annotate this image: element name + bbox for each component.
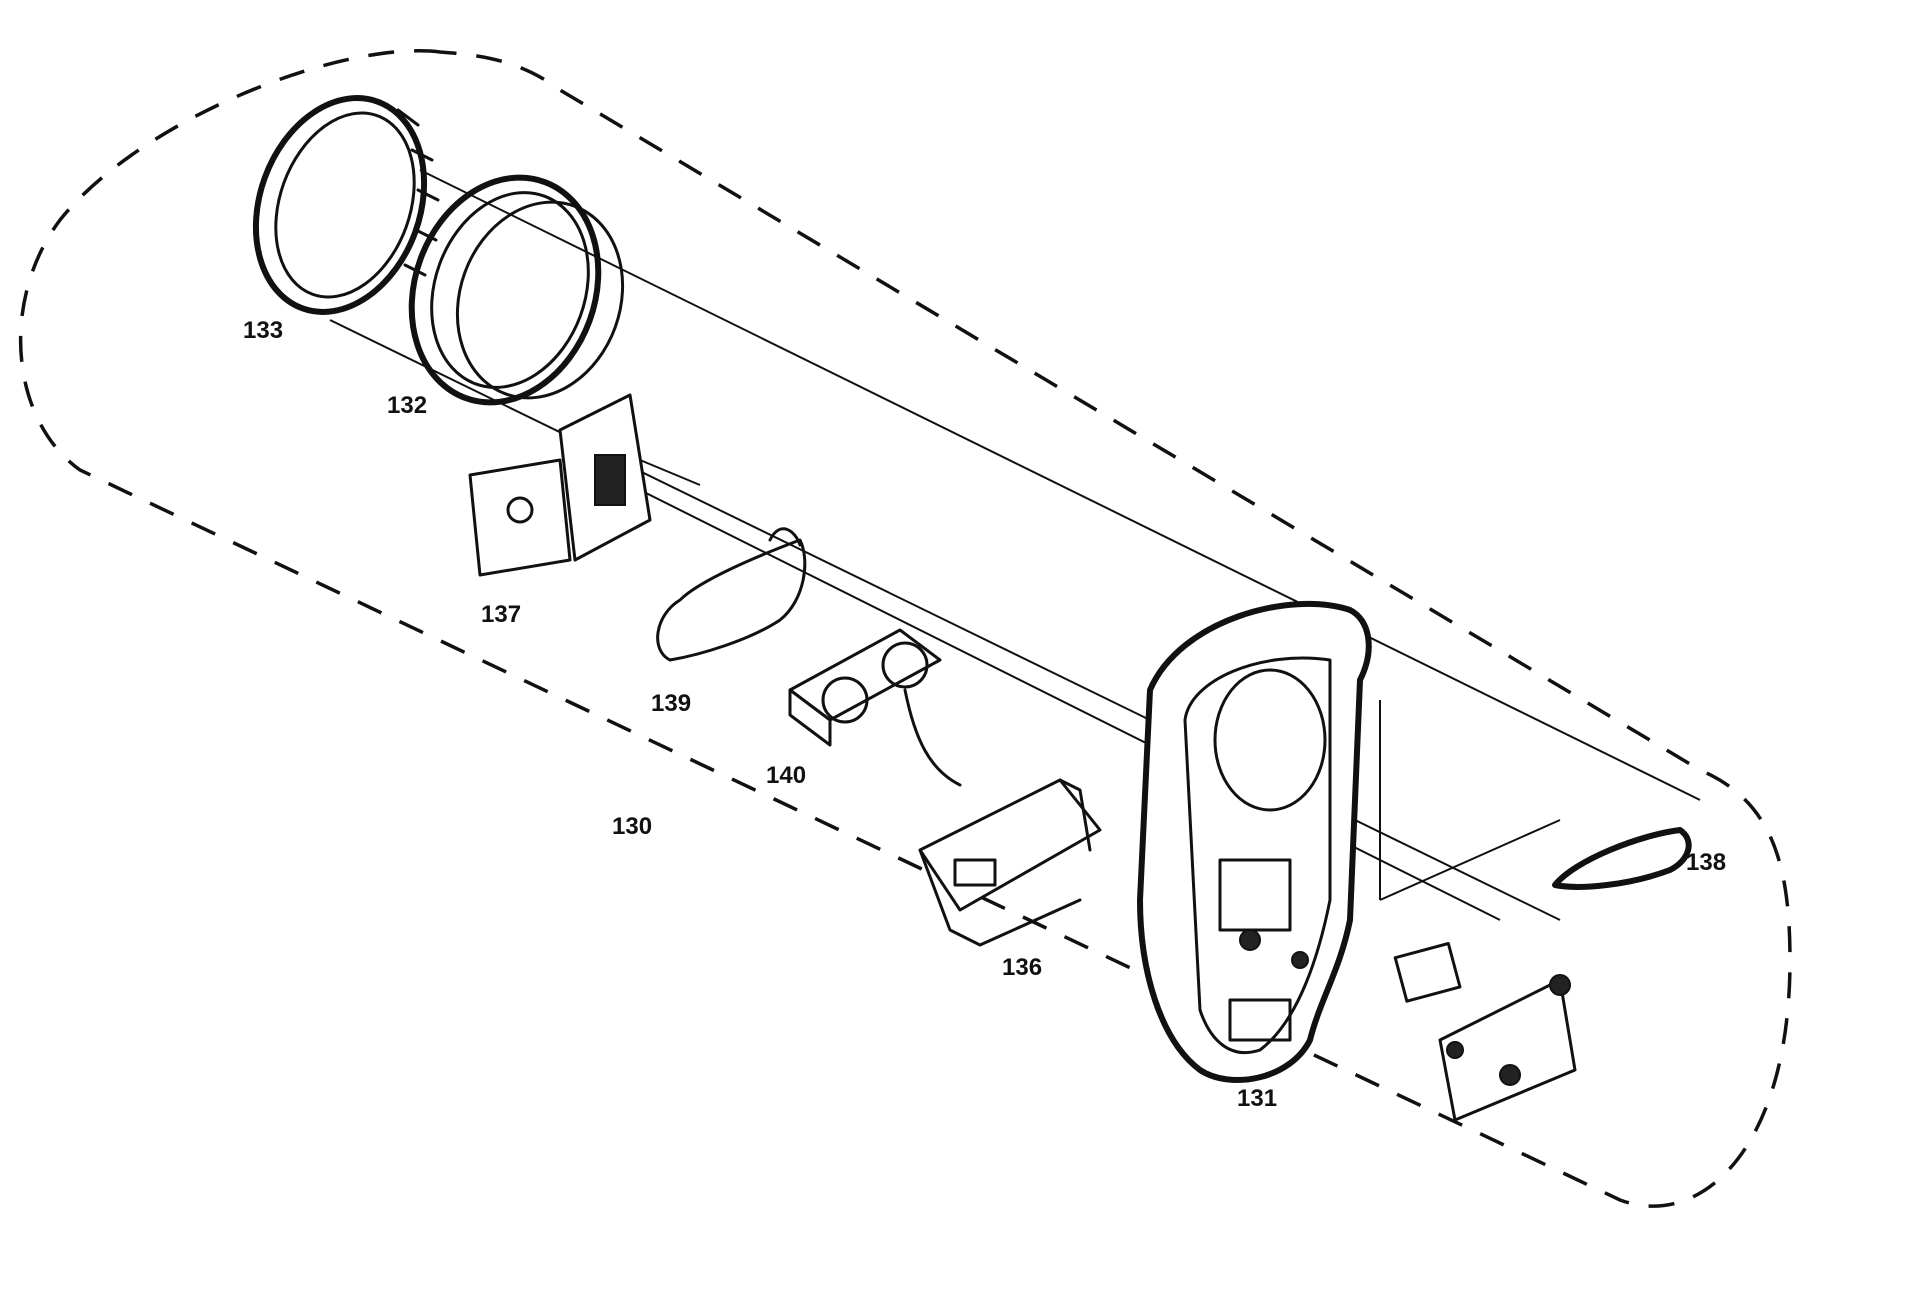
button-138	[1552, 827, 1692, 890]
label-139: 139	[651, 690, 691, 717]
label-132: 132	[387, 392, 427, 419]
label-140: 140	[766, 762, 806, 789]
label-138: 138	[1686, 849, 1726, 876]
shutter-bracket-136	[918, 778, 1102, 947]
rear-plate	[1393, 942, 1577, 1122]
lens-ring-inner-132	[408, 174, 625, 406]
label-136: 136	[1002, 954, 1042, 981]
front-case-131	[1137, 600, 1372, 1083]
switch-unit-137	[468, 393, 701, 577]
label-131: 131	[1237, 1085, 1277, 1112]
flex-cable-139	[656, 527, 807, 662]
sensor-unit-140	[788, 628, 962, 787]
assembly-boundary	[18, 49, 1792, 1208]
label-133: 133	[243, 317, 283, 344]
lens-ring-outer-133	[252, 95, 440, 315]
label-137: 137	[481, 601, 521, 628]
label-130: 130	[612, 813, 652, 840]
